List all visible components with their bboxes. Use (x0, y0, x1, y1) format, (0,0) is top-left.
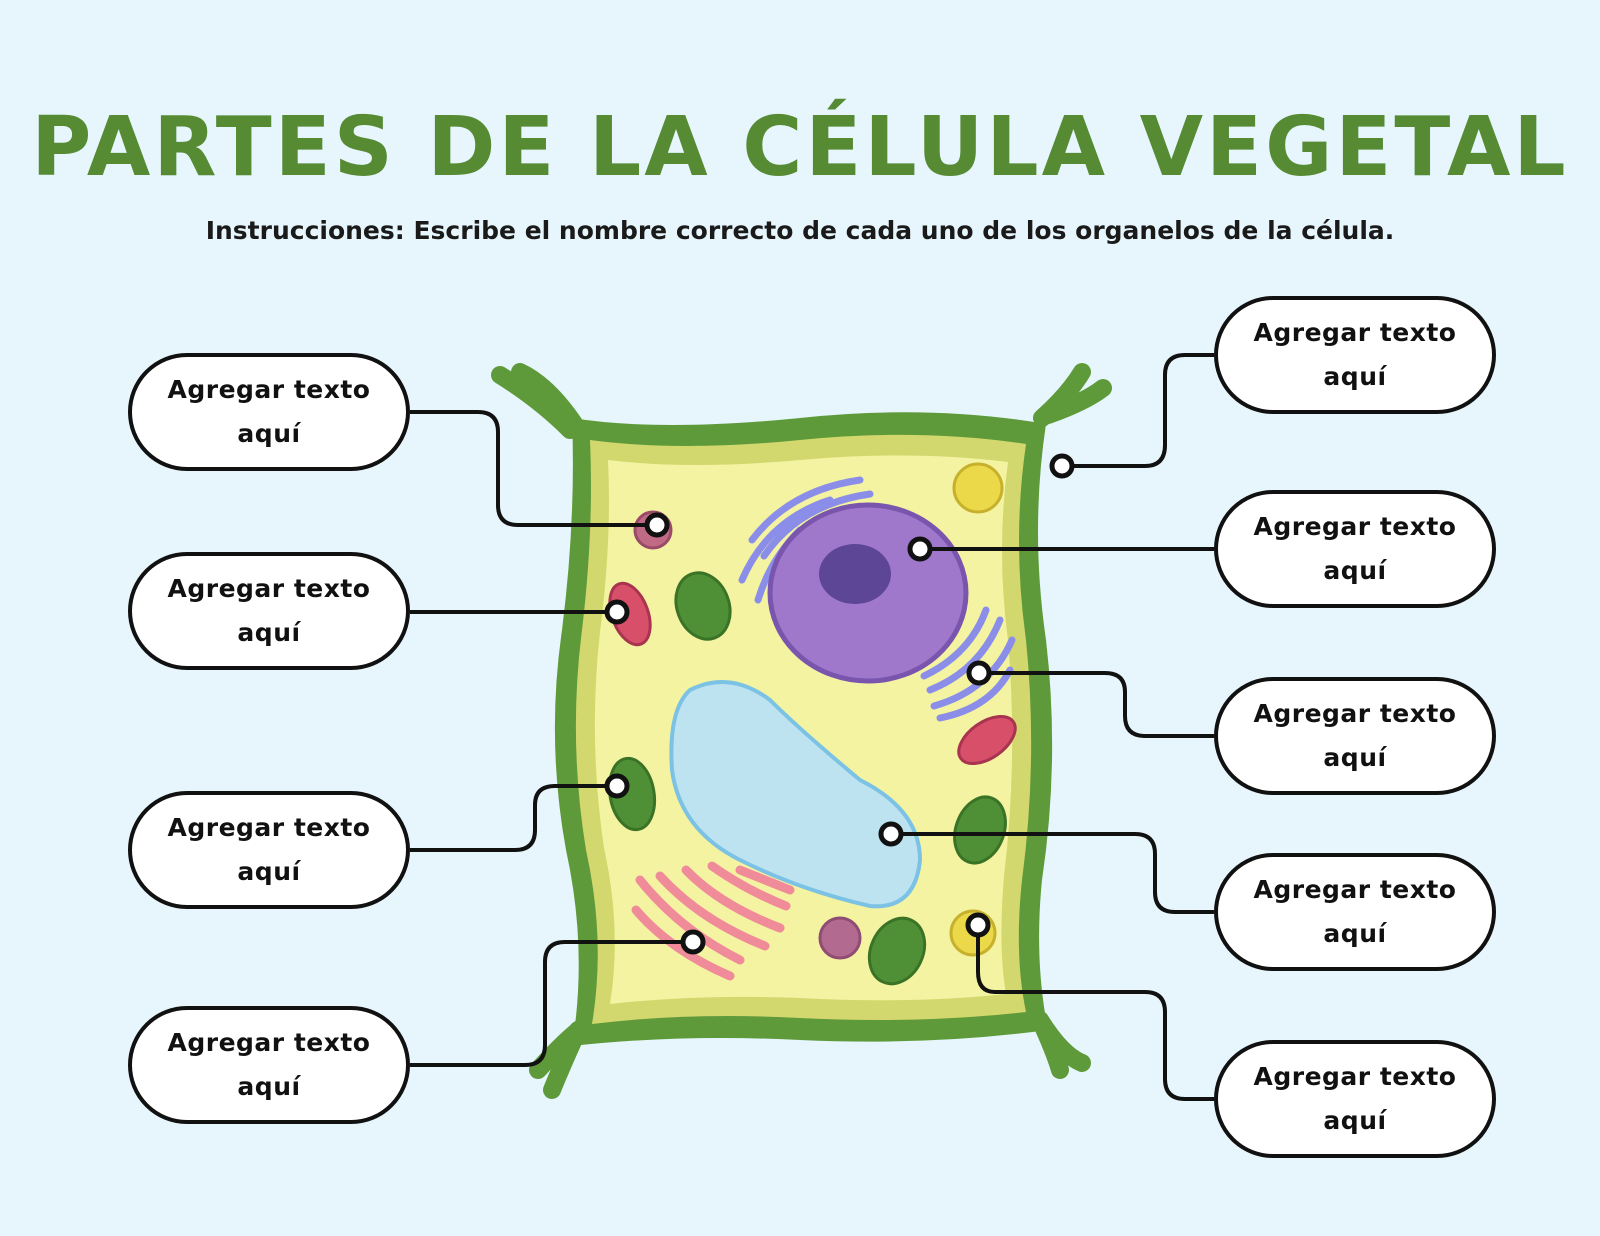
instructions-text: Instrucciones: Escribe el nombre correct… (205, 216, 1395, 245)
label-box-left-2[interactable]: Agregar texto aquí (128, 552, 410, 670)
label-box-right-3[interactable]: Agregar texto aquí (1214, 677, 1496, 795)
label-box-right-2[interactable]: Agregar texto aquí (1214, 490, 1496, 608)
leader-dots (604, 453, 1075, 955)
vesicle (818, 916, 862, 960)
page-title: PARTES DE LA CÉLULA VEGETAL (31, 100, 1569, 195)
label-box-right-5[interactable]: Agregar texto aquí (1214, 1040, 1496, 1158)
label-box-left-4[interactable]: Agregar texto aquí (128, 1006, 410, 1124)
label-box-right-4[interactable]: Agregar texto aquí (1214, 853, 1496, 971)
chloroplasts (607, 571, 1007, 986)
peroxisome (952, 462, 1004, 514)
leader-lines (410, 353, 1214, 1101)
label-box-left-3[interactable]: Agregar texto aquí (128, 791, 410, 909)
golgi-apparatus (631, 861, 795, 981)
nucleolus (819, 544, 891, 604)
vacuole (669, 680, 923, 909)
label-box-left-1[interactable]: Agregar texto aquí (128, 353, 410, 471)
mitochondria (608, 581, 1017, 766)
label-box-right-1[interactable]: Agregar texto aquí (1214, 296, 1496, 414)
